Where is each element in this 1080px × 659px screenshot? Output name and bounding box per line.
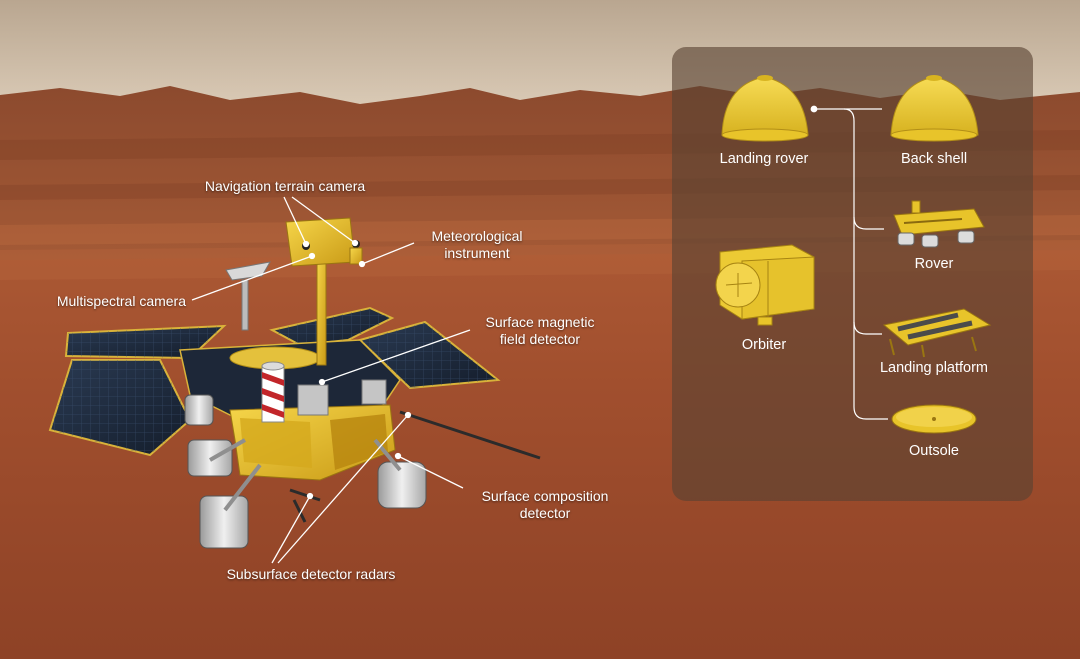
- component-back-shell: Back shell: [900, 151, 968, 167]
- callout-subsurface-detector-radars: Subsurface detector radars: [226, 566, 396, 582]
- callout-line-2: instrument: [444, 245, 510, 261]
- outsole-shape: [891, 404, 977, 434]
- tree-connectors: [810, 105, 888, 420]
- orbiter-shape: [715, 244, 815, 326]
- callout-surface-magnetic-field-detector: Surface magnetic field detector: [486, 314, 595, 348]
- rover-solar-panels: [48, 306, 501, 457]
- component-outsole: Outsole: [909, 443, 959, 459]
- landing-rover-shape: [721, 75, 809, 142]
- callout-line-2: detector: [519, 505, 571, 521]
- component-landing-rover: Landing rover: [719, 151, 809, 167]
- components-panel: Landing rover Back shell Rover Orbiter L…: [672, 47, 1033, 501]
- callout-line-1: Meteorological: [431, 228, 523, 244]
- rover-shape: [893, 200, 985, 248]
- callout-surface-composition-detector: Surface composition detector: [482, 488, 609, 522]
- callout-line-1: Surface composition: [481, 488, 609, 504]
- rover-wheels: [184, 394, 427, 549]
- component-landing-platform: Landing platform: [879, 360, 989, 376]
- callout-meteorological-instrument: Meteorological instrument: [431, 228, 522, 262]
- rover-body: [179, 339, 401, 481]
- rover-rods: [289, 410, 541, 523]
- callout-navigation-terrain-camera: Navigation terrain camera: [204, 178, 366, 194]
- callout-line-2: field detector: [499, 331, 581, 347]
- landing-platform-shape: [882, 308, 992, 358]
- component-rover: Rover: [914, 256, 954, 272]
- callout-line-1: Surface magnetic: [485, 314, 595, 330]
- callout-leaders: [191, 196, 471, 564]
- components-tree: [715, 75, 992, 434]
- component-orbiter: Orbiter: [741, 337, 787, 353]
- callout-multispectral-camera: Multispectral camera: [56, 293, 186, 309]
- back-shell-shape: [890, 75, 979, 142]
